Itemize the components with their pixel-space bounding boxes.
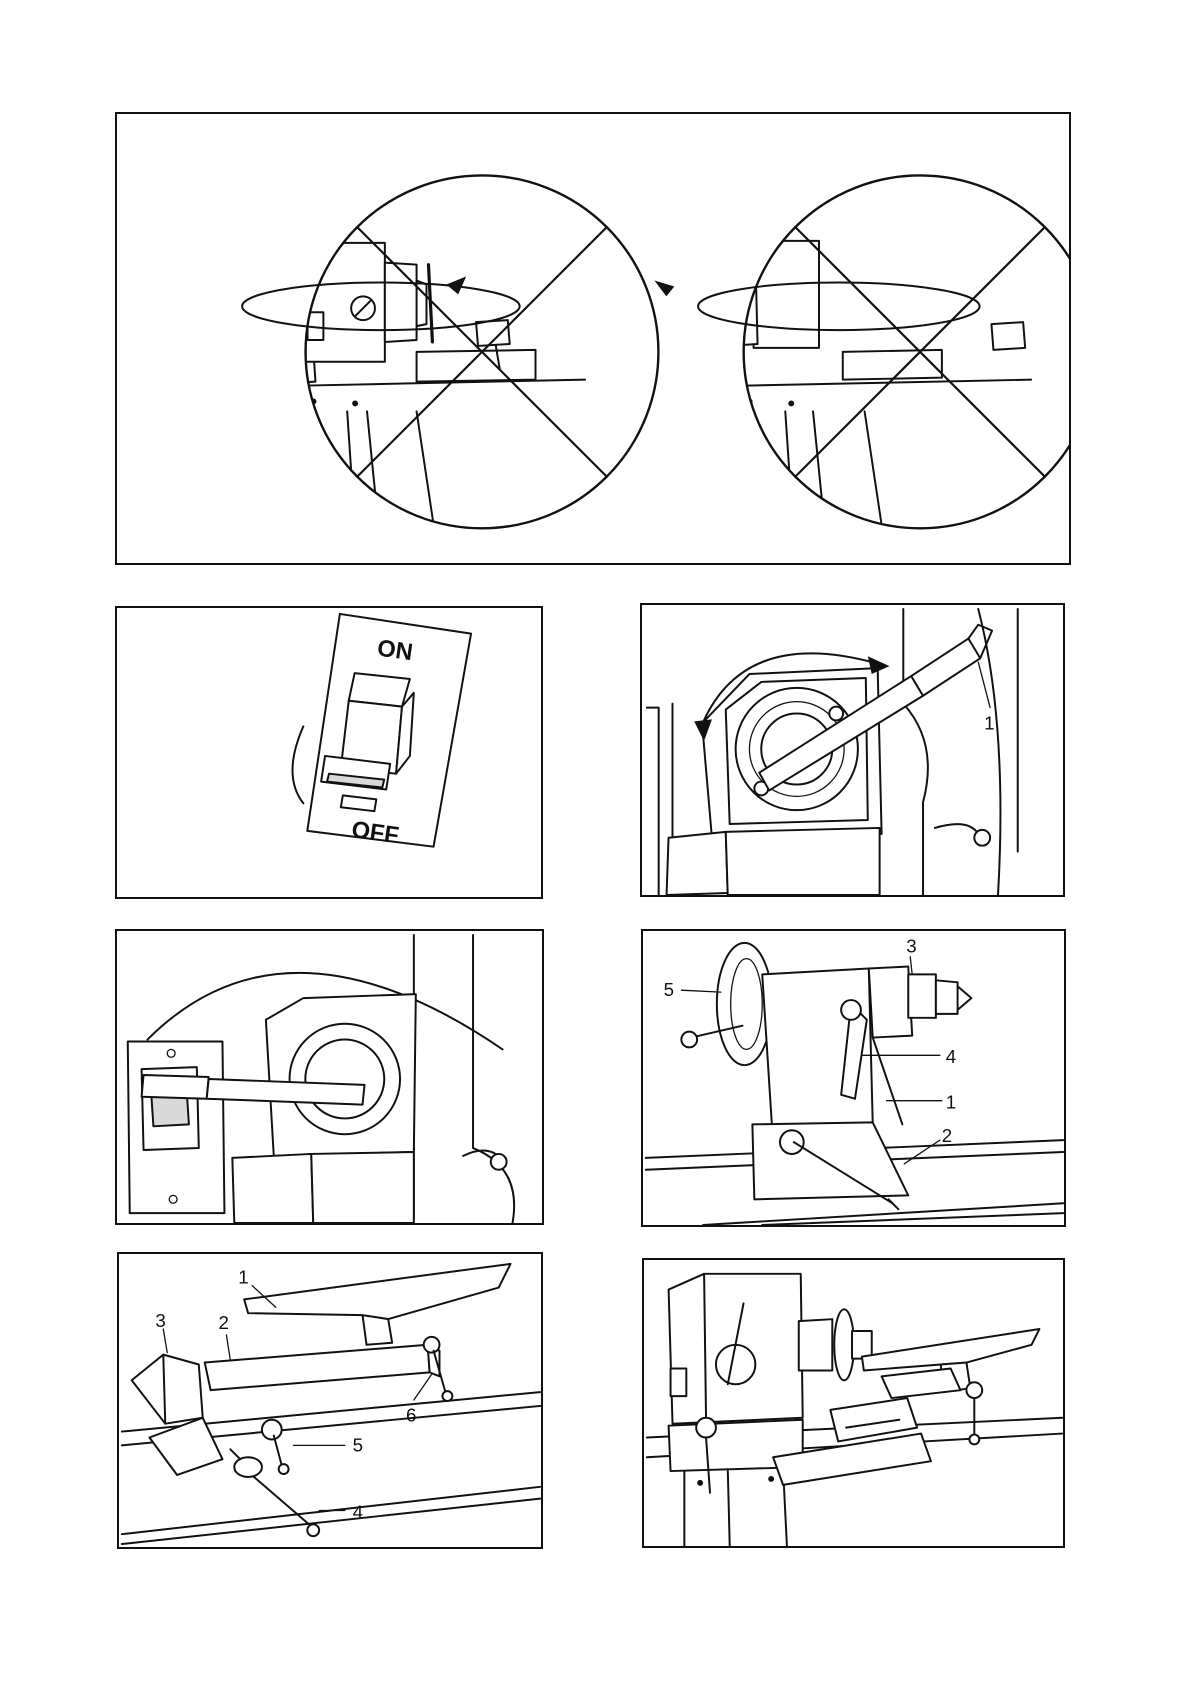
spindle-lock-callout-1: 1 (984, 712, 994, 733)
tailstock-panel: 5 3 4 1 2 (641, 929, 1066, 1227)
tool-rest-callout-2: 2 (219, 1312, 229, 1333)
headstock-tool-rest-drawing (644, 1260, 1063, 1546)
prohibited-circle-right (654, 175, 1069, 530)
tool-rest-callout-4: 4 (353, 1501, 363, 1522)
tool-rest-drawing: 1 3 2 6 5 4 (119, 1254, 541, 1547)
tool-rest-callout-1: 1 (238, 1267, 248, 1288)
prohibited-orientation-drawing (117, 114, 1069, 563)
prohibited-orientation-panel (115, 112, 1071, 565)
spindle-lock-panel: 1 (640, 603, 1065, 897)
tailstock-callout-4: 4 (946, 1046, 956, 1067)
power-switch-panel: ON OFF (115, 606, 543, 899)
tool-rest-callout-5: 5 (353, 1434, 363, 1455)
tailstock-drawing: 5 3 4 1 2 (643, 931, 1064, 1225)
tailstock-callout-2: 2 (942, 1125, 952, 1146)
tailstock-callout-1: 1 (946, 1092, 956, 1113)
headstock-switch-drawing (117, 931, 542, 1223)
tailstock-callout-3: 3 (906, 936, 916, 957)
tailstock-callout-5: 5 (664, 979, 674, 1000)
switch-off-label: OFF (350, 817, 400, 849)
headstock-switch-panel (115, 929, 544, 1225)
tool-rest-panel: 1 3 2 6 5 4 (117, 1252, 543, 1549)
headstock-tool-rest-panel (642, 1258, 1065, 1548)
tool-rest-callout-3: 3 (155, 1310, 165, 1331)
tool-rest-callout-6: 6 (406, 1405, 416, 1426)
power-switch-drawing: ON OFF (117, 608, 541, 897)
prohibited-circle-left (214, 175, 658, 530)
spindle-lock-drawing: 1 (642, 605, 1063, 895)
switch-on-label: ON (376, 636, 415, 667)
